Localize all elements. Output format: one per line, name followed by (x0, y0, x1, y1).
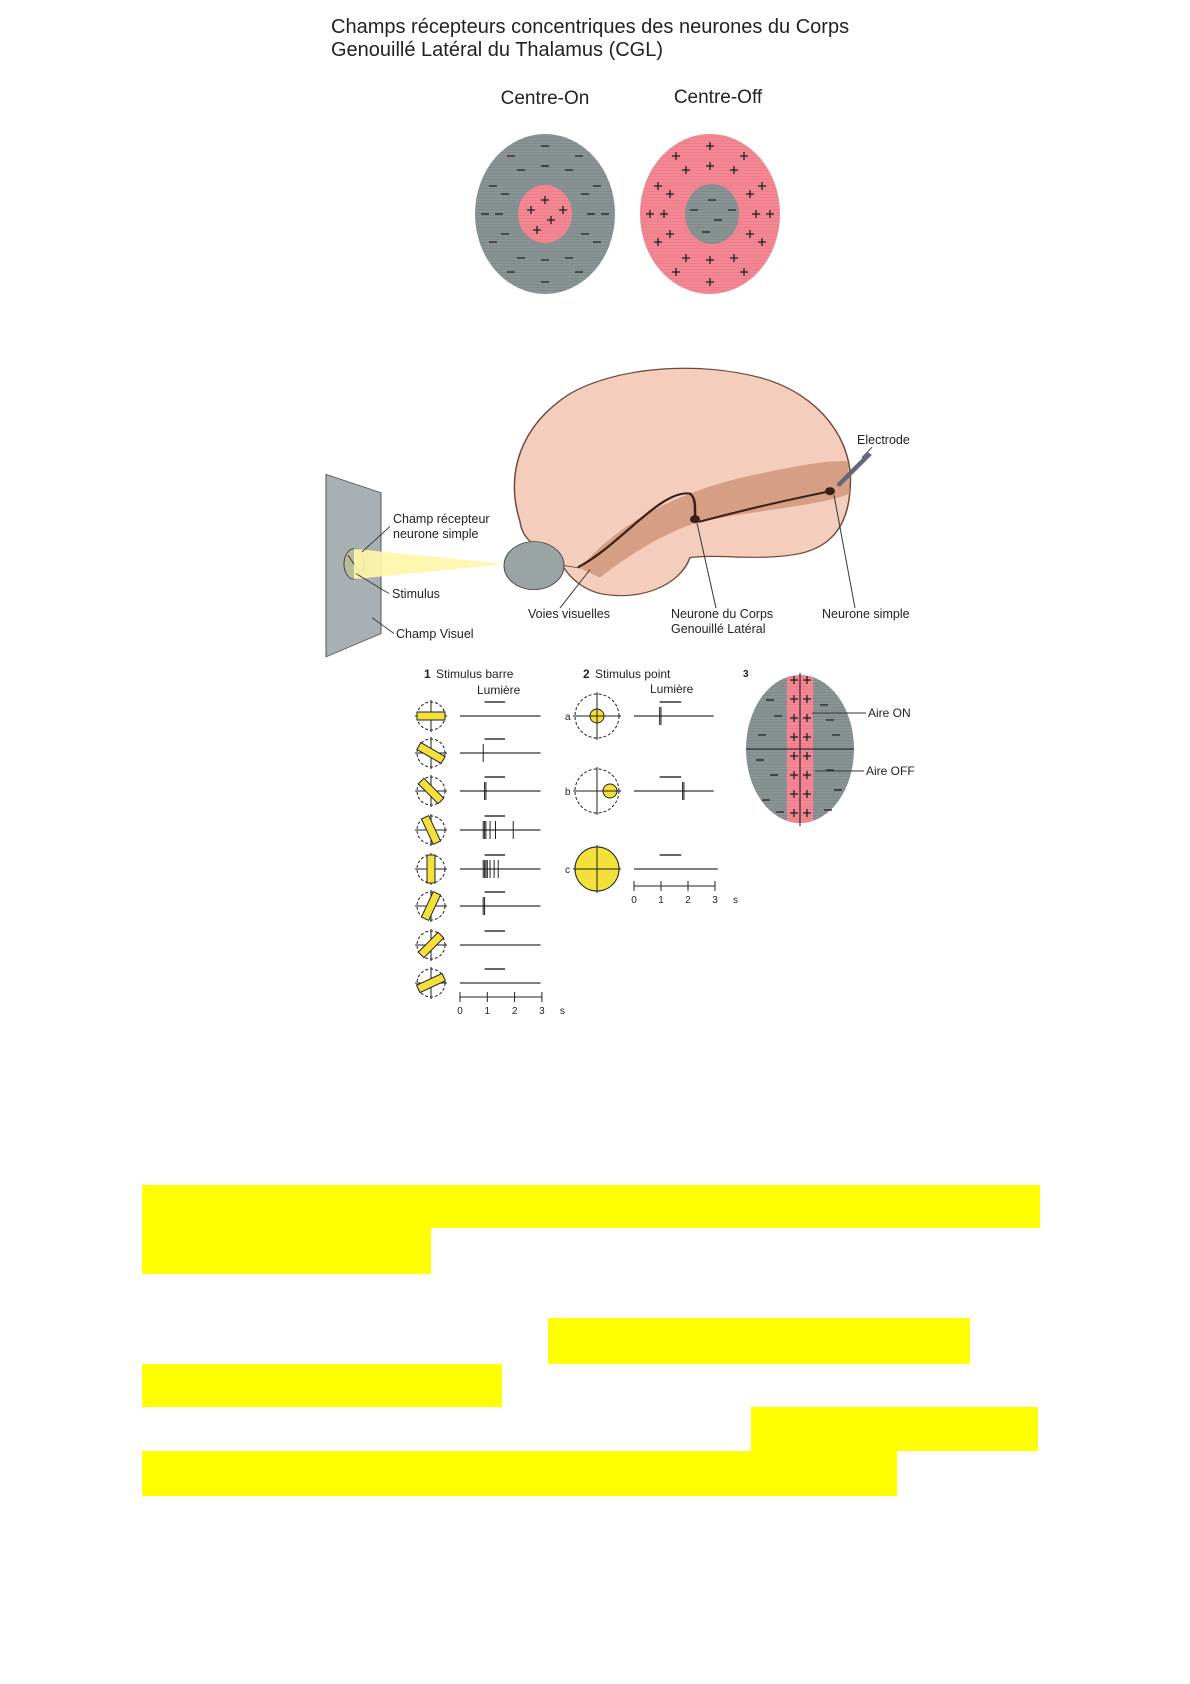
time-tick-label: 1 (658, 895, 664, 906)
panel-stimulus-barre: 1 Stimulus barre Lumière 0 1 2 3 s (415, 667, 565, 1017)
time-tick-label: 2 (685, 895, 691, 906)
label-neurone-cgl-2: Genouillé Latéral (671, 622, 766, 636)
electrode-icon (836, 452, 872, 487)
brain-diagram-shapes (325, 367, 873, 658)
time-tick-label: 0 (457, 1006, 463, 1017)
bar-stimulus (420, 814, 442, 846)
label-voies-visuelles: Voies visuelles (528, 607, 610, 621)
time-tick-label: 3 (539, 1006, 545, 1017)
light-cone (354, 548, 505, 580)
bar-stimulus (416, 711, 446, 721)
label-champ-recepteur-1: Champ récepteur (393, 512, 490, 526)
aire-on-label: Aire ON (868, 706, 911, 720)
highlighted-text-line (142, 1228, 431, 1274)
stimulus-row (415, 700, 541, 732)
stimulus-row: c (565, 845, 718, 893)
panel2-light-label: Lumière (650, 682, 694, 696)
highlighted-text-line (751, 1407, 1038, 1451)
time-unit-label: s (560, 1006, 565, 1017)
bar-stimulus (420, 890, 442, 922)
panel2-title: Stimulus point (595, 667, 671, 681)
label-neurone-simple: Neurone simple (822, 607, 910, 621)
centre-on-label: Centre-On (501, 88, 590, 109)
figure: Centre-On Centre-Off (325, 87, 915, 1017)
panel3-number: 3 (743, 669, 749, 680)
stimulus-row (415, 967, 541, 999)
label-stimulus: Stimulus (392, 587, 440, 601)
bar-stimulus (426, 854, 436, 884)
label-electrode: Electrode (857, 433, 910, 447)
brain (503, 367, 872, 597)
time-tick-label: 2 (512, 1006, 518, 1017)
bar-stimulus (417, 777, 445, 805)
centre-off-field (640, 134, 780, 294)
title-line-1: Champs récepteurs concentriques des neur… (331, 16, 850, 38)
time-tick-label: 1 (485, 1006, 491, 1017)
panel1-number: 1 (424, 667, 431, 681)
brain-labels: Electrode Champ récepteur neurone simple… (392, 433, 910, 641)
stimulus-row (415, 737, 541, 769)
bar-stimulus (415, 972, 447, 994)
highlighted-text-line (548, 1318, 970, 1364)
panel2-number: 2 (583, 667, 590, 681)
panel1-title: Stimulus barre (436, 667, 514, 681)
stimulus-row (415, 929, 541, 961)
stimulus-row: a (565, 692, 714, 740)
highlighted-text-line (142, 1185, 1040, 1228)
highlighted-text-line (142, 1364, 502, 1407)
stimulus-row (415, 890, 541, 922)
stimulus-row (415, 853, 541, 885)
eye (503, 541, 565, 591)
row-label: b (565, 787, 571, 798)
time-tick-label: 0 (631, 895, 637, 906)
highlighted-text-line (142, 1451, 897, 1496)
label-champ-visuel: Champ Visuel (396, 627, 474, 641)
aire-off-label: Aire OFF (866, 764, 915, 778)
stimulus-row (415, 775, 541, 807)
simple-neuron (825, 487, 835, 496)
bar-stimulus (417, 931, 445, 959)
centre-on-field (475, 134, 615, 294)
document-title: Champs récepteurs concentriques des neur… (331, 16, 849, 62)
label-neurone-cgl-1: Neurone du Corps (671, 607, 773, 621)
panel1-light-label: Lumière (477, 683, 521, 697)
row-label: c (565, 865, 570, 876)
leader-lines (355, 446, 873, 634)
visual-field-screen (325, 473, 505, 658)
panel-simple-field: 3 Aire ON Aire OFF (743, 669, 915, 826)
stimulus-row: b (565, 767, 714, 815)
panel-stimulus-point: 2 Stimulus point Lumière a b c 0 1 2 3 s (565, 667, 738, 906)
centre-off-label: Centre-Off (674, 87, 763, 108)
label-champ-recepteur-2: neurone simple (393, 527, 479, 541)
bar-stimulus (416, 741, 446, 765)
time-tick-label: 3 (712, 895, 718, 906)
cgl-neuron (690, 515, 700, 524)
row-label: a (565, 712, 571, 723)
title-line-2: Genouillé Latéral du Thalamus (CGL) (331, 39, 664, 61)
stimulus-row (415, 814, 541, 846)
time-unit-label: s (733, 895, 738, 906)
